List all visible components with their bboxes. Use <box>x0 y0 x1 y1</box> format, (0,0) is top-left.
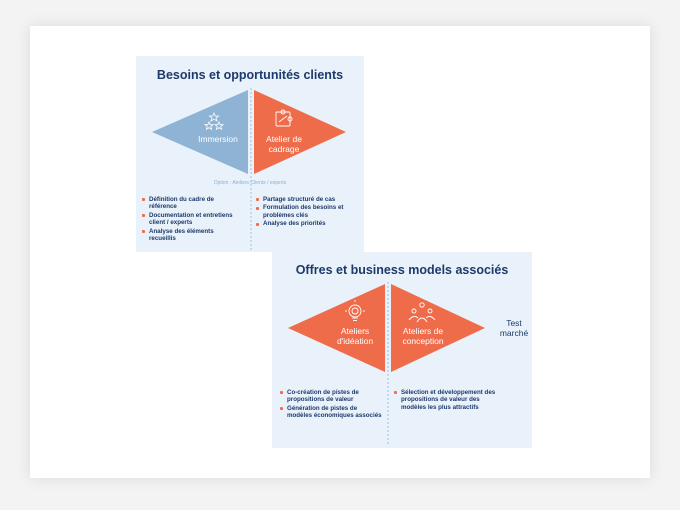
atelier-cadrage-label-line1: Atelier de <box>266 134 302 144</box>
ateliers-ideation-shape-fill <box>288 284 385 372</box>
test-marche-label: Test marché <box>494 318 534 338</box>
immersion-shape <box>152 90 248 174</box>
list-item: Documentation et entretiens client / exp… <box>142 212 242 227</box>
list-item: Formulation des besoins et problèmes clé… <box>256 204 360 219</box>
list-item: Partage structuré de cas <box>256 196 360 203</box>
list-item: Analyse des priorités <box>256 220 360 227</box>
test-marche-line2: marché <box>499 328 529 338</box>
list-item: Sélection et développement des propositi… <box>394 389 506 411</box>
ateliers-ideation-label-line1: Ateliers <box>340 326 370 336</box>
team-icon <box>408 302 436 323</box>
bottom-left-bullets: Co-création de pistes de propositions de… <box>280 389 382 421</box>
test-marche-line1: Test <box>506 318 522 328</box>
atelier-cadrage-label-line2: cadrage <box>268 144 300 154</box>
atelier-cadrage-label: Atelier de cadrage <box>260 134 308 154</box>
bottom-right-bullets: Sélection et développement des propositi… <box>394 389 506 412</box>
puzzle-icon <box>275 109 293 127</box>
list-item: Co-création de pistes de propositions de… <box>280 389 382 404</box>
ateliers-conception-label-line2: conception <box>402 336 444 346</box>
list-item: Définition du cadre de référence <box>142 196 242 211</box>
panel-title-besoins: Besoins et opportunités clients <box>156 68 344 82</box>
ateliers-ideation-label-line2: d'idéation <box>336 336 374 346</box>
lightbulb-icon <box>345 300 365 321</box>
panel-title-offres: Offres et business models associés <box>295 263 509 277</box>
top-left-bullets: Définition du cadre de référence Documen… <box>142 196 242 243</box>
ateliers-conception-label-line1: Ateliers de <box>402 326 444 336</box>
ateliers-ideation-label: Ateliers d'idéation <box>326 326 384 346</box>
option-note: Option : Ateliers Clients / experts <box>213 180 287 186</box>
ateliers-conception-label: Ateliers de conception <box>396 326 450 346</box>
immersion-label: Immersion <box>198 134 238 144</box>
atelier-cadrage-shape <box>254 90 346 174</box>
list-item: Génération de pistes de modèles économiq… <box>280 405 382 420</box>
top-right-bullets: Partage structuré de cas Formulation des… <box>256 196 360 229</box>
panel-besoins: Besoins et opportunités clients <box>136 56 364 252</box>
stars-icon <box>203 111 225 131</box>
ateliers-conception-shape-fill <box>391 284 485 372</box>
list-item: Analyse des éléments recueillis <box>142 228 242 243</box>
